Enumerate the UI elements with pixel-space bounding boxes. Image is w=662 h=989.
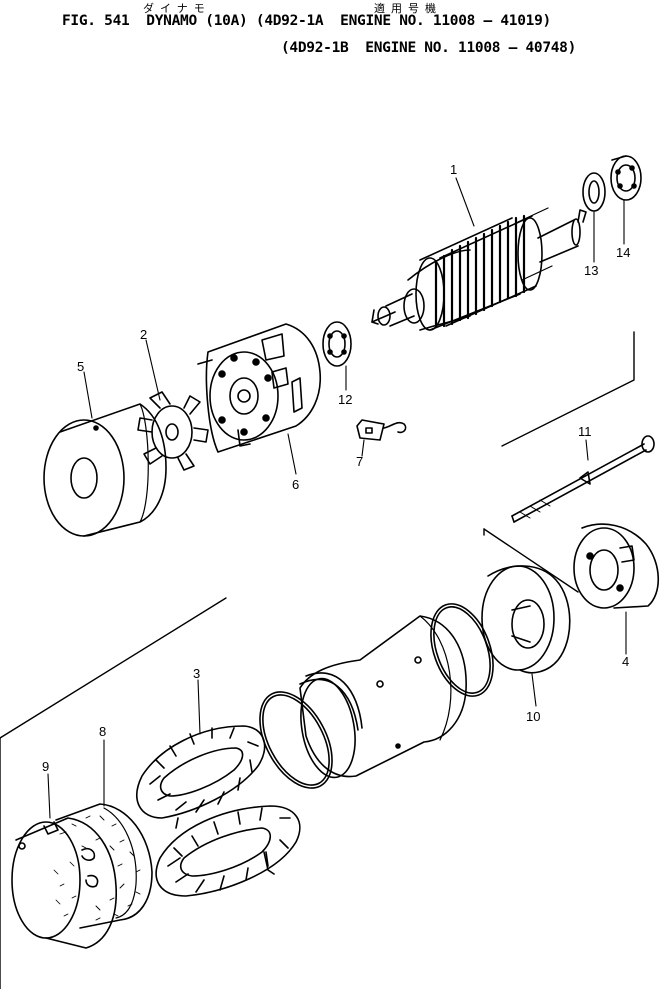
callout-2: 2 <box>140 327 148 342</box>
figure-title-line-2: (4D92-1B ENGINE NO. 11008 — 40748) <box>281 40 577 56</box>
kana-title: ダイナモ <box>143 2 211 15</box>
armature <box>371 207 587 331</box>
o-ring-front <box>259 691 333 789</box>
callout-7: 7 <box>356 454 364 469</box>
frame-lines <box>0 331 635 989</box>
brush-holder <box>197 323 322 453</box>
field-coil <box>136 725 301 897</box>
o-ring-rear <box>430 603 494 697</box>
callout-13: 13 <box>584 263 599 278</box>
ball-bearing-front <box>322 321 352 367</box>
pole-shoe <box>11 817 117 949</box>
callout-4: 4 <box>622 654 630 669</box>
callout-11: 11 <box>578 424 592 439</box>
callout-3: 3 <box>193 666 201 681</box>
end-frame <box>481 565 571 674</box>
callout-12: 12 <box>338 392 353 407</box>
callout-5: 5 <box>77 359 85 374</box>
rear-cover <box>573 523 659 609</box>
kana-applicable-models: 適用号機 <box>374 2 442 15</box>
callout-10: 10 <box>526 709 541 724</box>
brush <box>356 419 407 441</box>
callout-8: 8 <box>99 724 107 739</box>
washer <box>582 172 606 212</box>
callout-1: 1 <box>450 162 458 177</box>
yoke-housing <box>299 615 467 779</box>
leader-lines <box>47 177 627 819</box>
callout-6: 6 <box>292 477 300 492</box>
pole-core <box>55 803 153 929</box>
figure-title-line-1: FIG. 541 DYNAMO (10A) (4D92-1A ENGINE NO… <box>62 13 551 29</box>
callout-9: 9 <box>42 759 50 774</box>
through-bolt <box>511 435 655 523</box>
callout-14: 14 <box>616 245 631 260</box>
cooling-fan <box>137 391 209 471</box>
pulley <box>43 403 167 537</box>
ball-bearing-rear <box>610 155 642 201</box>
